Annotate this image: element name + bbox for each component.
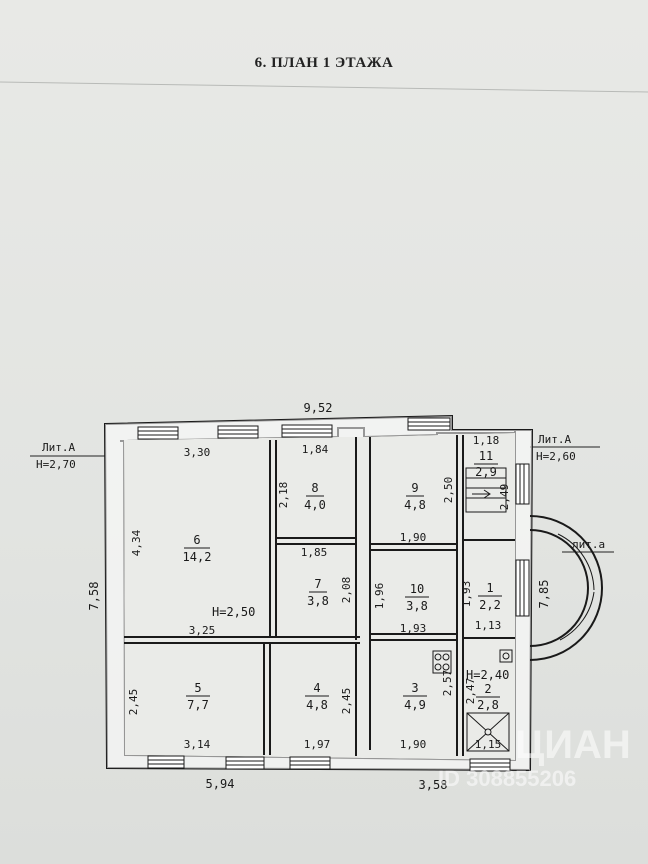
dim-bottom-left: 5,94 xyxy=(206,777,235,791)
room-8-area: 4,0 xyxy=(304,498,326,512)
room-1-number: 1 xyxy=(486,581,493,595)
bay-window-mullions xyxy=(557,533,595,641)
page-title: 6. ПЛАН 1 ЭТАЖА xyxy=(254,55,394,71)
dim-r10-left: 1,96 xyxy=(373,583,386,610)
sink-icon xyxy=(499,649,513,663)
dim-r8-side: 2,18 xyxy=(277,482,290,509)
room-8-number: 8 xyxy=(311,481,318,495)
watermark-brand: ЦИАН xyxy=(515,723,631,767)
room-9-area: 4,8 xyxy=(404,498,426,512)
dim-r3-side: 2,57 xyxy=(441,670,454,697)
dim-right-arc: 7,85 xyxy=(537,580,551,609)
room-4-number: 4 xyxy=(313,681,320,695)
dim-r9-bottom: 1,90 xyxy=(400,531,427,544)
dim-r5-side: 2,45 xyxy=(127,689,140,716)
dim-bottom-right: 3,58 xyxy=(419,778,448,792)
bay-window xyxy=(529,515,603,661)
dim-r4-bottom: 1,97 xyxy=(304,738,331,751)
room-4-area: 4,8 xyxy=(306,698,328,712)
watermark-id: ID 308855206 xyxy=(438,766,576,791)
shower-icon xyxy=(466,712,510,752)
dim-r2-bottom: 1,15 xyxy=(475,738,502,751)
room-7-area: 3,8 xyxy=(307,594,329,608)
dim-top-total: 9,52 xyxy=(304,401,333,415)
dim-r9-side: 2,50 xyxy=(442,477,455,504)
dim-r7-side: 2,08 xyxy=(340,577,353,604)
room-10-area: 3,8 xyxy=(406,599,428,613)
lit-right-name: Лит.А xyxy=(538,433,571,446)
lit-left-height: Н=2,70 xyxy=(36,458,76,471)
overall-dimensions: 9,52 5,94 3,58 7,58 7,85 xyxy=(87,401,551,792)
lit-left-name: Лит.А xyxy=(42,441,75,454)
dim-r10-right: 1,93 xyxy=(460,581,473,608)
room-3-area: 4,9 xyxy=(404,698,426,712)
dim-r11-side: 2,49 xyxy=(498,484,511,511)
dim-r4-side: 2,45 xyxy=(340,688,353,715)
room-5-number: 5 xyxy=(194,681,201,695)
room-5-area: 7,7 xyxy=(187,698,209,712)
dim-r11-top: 1,18 xyxy=(473,434,500,447)
room-11-area: 2,9 xyxy=(475,465,497,479)
room-dimensions: 3,30 4,34 3,25 1,84 2,18 1,85 2,08 2,50 … xyxy=(127,434,511,751)
room-9-number: 9 xyxy=(411,481,418,495)
room-1-area: 2,2 xyxy=(479,598,501,612)
room-6-number: 6 xyxy=(193,533,200,547)
room-2-number: 2 xyxy=(484,682,491,696)
dim-r6-side: 4,34 xyxy=(130,529,143,556)
height-room2: Н=2,40 xyxy=(466,668,509,682)
dim-left-total: 7,58 xyxy=(87,582,101,611)
room-labels: 6 14,2 8 4,0 7 3,8 9 4,8 10 3,8 11 2,9 1… xyxy=(183,449,502,712)
room-7-number: 7 xyxy=(314,577,321,591)
dim-r3-bottom: 1,90 xyxy=(400,738,427,751)
dim-r6-top: 3,30 xyxy=(184,446,211,459)
room-11-number: 11 xyxy=(479,449,493,463)
room-2-area: 2,8 xyxy=(477,698,499,712)
stairs xyxy=(465,467,507,513)
room-10-number: 10 xyxy=(410,582,424,596)
dim-r2-side: 2,47 xyxy=(464,678,477,705)
height-main: Н=2,50 xyxy=(212,605,255,619)
dim-r8-top: 1,84 xyxy=(302,443,329,456)
partitions xyxy=(124,435,515,756)
dim-r7-top: 1,85 xyxy=(301,546,328,559)
windows xyxy=(137,417,530,772)
dim-r6-bottom: 3,25 xyxy=(189,624,216,637)
dim-r5-bottom: 3,14 xyxy=(184,738,211,751)
dim-r1-bottom: 1,13 xyxy=(475,619,502,632)
dim-r10-bottom: 1,93 xyxy=(400,622,427,635)
room-3-number: 3 xyxy=(411,681,418,695)
lit-right-height: Н=2,60 xyxy=(536,450,576,463)
floor-area xyxy=(124,433,515,760)
room-6-area: 14,2 xyxy=(183,550,212,564)
stove-icon xyxy=(432,650,452,674)
header-rule xyxy=(0,81,648,93)
